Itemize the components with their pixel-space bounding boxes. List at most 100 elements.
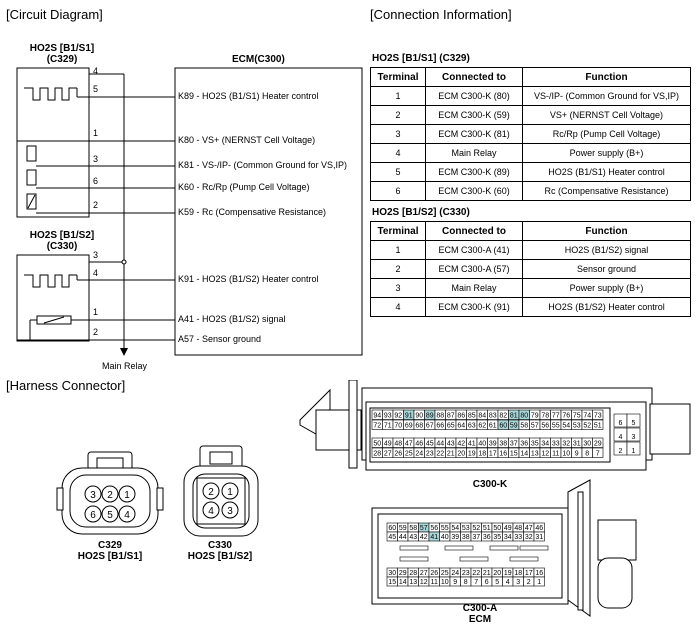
pin-cell: 31 [571, 437, 583, 448]
pin-cell: 4 [502, 576, 514, 587]
svg-text:18: 18 [514, 570, 522, 577]
pin-cell: 3 [626, 427, 641, 442]
svg-text:82: 82 [499, 413, 507, 420]
svg-text:68: 68 [415, 423, 423, 430]
ecm-pin-label: K91 - HO2S (B1/S2) Heater control [178, 274, 319, 284]
pin-cell: 54 [449, 522, 461, 533]
c329-caption: C329 HO2S [B1/S1] [60, 540, 160, 562]
pin-cell: 68 [413, 419, 425, 430]
c329-desc: HO2S [B1/S1] [77, 551, 143, 562]
svg-text:3: 3 [227, 506, 233, 517]
key-slot [399, 556, 429, 562]
pin-cell: 40 [476, 437, 488, 448]
svg-text:35: 35 [493, 534, 501, 541]
pin-cell: 8 [581, 447, 593, 458]
svg-text:3: 3 [632, 434, 636, 441]
resistor-icon [26, 193, 37, 210]
key-slot [459, 556, 489, 562]
svg-text:4: 4 [506, 579, 510, 586]
pin-cell: 64 [455, 419, 467, 430]
svg-text:40: 40 [441, 534, 449, 541]
table-header-row: Terminal Connected to Function [370, 221, 691, 241]
svg-text:14: 14 [399, 579, 407, 586]
pin-cell: 27 [382, 447, 394, 458]
pin-cell: 60 [497, 419, 509, 430]
c330-caption: C330 HO2S [B1/S2] [170, 540, 270, 562]
svg-text:47: 47 [525, 525, 533, 532]
pin-cell: 47 [403, 437, 415, 448]
svg-text:6: 6 [90, 510, 96, 521]
pin-cell: 85 [466, 409, 478, 420]
svg-text:25: 25 [441, 570, 449, 577]
pin-cell: 39 [487, 437, 499, 448]
svg-text:43: 43 [447, 441, 455, 448]
cell: ECM C300-K (59) [425, 105, 523, 125]
key-slot [444, 545, 474, 551]
cell: Power supply (B+) [522, 143, 691, 163]
cell: ECM C300-K (60) [425, 181, 523, 201]
svg-text:21: 21 [447, 451, 455, 458]
ecm-pin-label: K59 - Rc (Compensative Resistance) [178, 207, 327, 217]
svg-text:2: 2 [527, 579, 531, 586]
pin-cell: 56 [428, 522, 440, 533]
cell: 5 [370, 162, 426, 182]
pin-cell: 3 [512, 576, 524, 587]
pin-cell: 52 [581, 419, 593, 430]
circuit-diagram [16, 67, 363, 356]
ecm-pin-label: K81 - VS-/IP- (Common Ground for VS,IP) [178, 160, 348, 170]
svg-text:57: 57 [531, 423, 539, 430]
svg-text:59: 59 [399, 525, 407, 532]
svg-text:78: 78 [541, 413, 549, 420]
svg-text:64: 64 [457, 423, 465, 430]
pin-cell: 55 [439, 522, 451, 533]
pin-cell: 14 [397, 576, 409, 587]
pin-cell: 49 [502, 522, 514, 533]
pin-cell: 47 [523, 522, 535, 533]
element-icon [26, 145, 37, 162]
pin-cell: 52 [470, 522, 482, 533]
svg-text:48: 48 [394, 441, 402, 448]
pin-cell: 57 [529, 419, 541, 430]
svg-text:35: 35 [531, 441, 539, 448]
pin-cell: 11 [428, 576, 440, 587]
pin-cell: 13 [529, 447, 541, 458]
svg-text:41: 41 [430, 534, 438, 541]
ecm-pin-label: A41 - HO2S (B1/S2) signal [178, 314, 286, 324]
pin-cell: 30 [581, 437, 593, 448]
svg-text:57: 57 [420, 525, 428, 532]
svg-text:58: 58 [520, 423, 528, 430]
pin-cell: 1 [118, 485, 136, 503]
pin-cell: 20 [455, 447, 467, 458]
pin-cell: 44 [397, 531, 409, 542]
header-function: Function [522, 67, 691, 87]
pin-cell: 69 [403, 419, 415, 430]
pin-cell: 22 [434, 447, 446, 458]
svg-text:26: 26 [430, 570, 438, 577]
svg-text:31: 31 [535, 534, 543, 541]
cell: 6 [370, 181, 426, 201]
cell: 4 [370, 143, 426, 163]
s1-pin: 5 [93, 84, 99, 94]
pin-cell: 50 [491, 522, 503, 533]
sensor2-title: HO2S [B1/S2] (C330) [22, 230, 102, 252]
svg-text:70: 70 [394, 423, 402, 430]
pin-cell: 94 [371, 409, 383, 420]
svg-text:93: 93 [384, 413, 392, 420]
svg-text:50: 50 [373, 441, 381, 448]
svg-text:9: 9 [453, 579, 457, 586]
pin-cell: 54 [560, 419, 572, 430]
svg-text:7: 7 [474, 579, 478, 586]
pin-cell: 74 [581, 409, 593, 420]
pin-cell: 33 [512, 531, 524, 542]
circuit-diagram-heading: [Circuit Diagram] [6, 7, 103, 22]
cell: ECM C300-K (80) [425, 86, 523, 106]
cell: ECM C300-A (41) [425, 240, 523, 260]
svg-text:26: 26 [394, 451, 402, 458]
sensor2-box [16, 254, 90, 342]
svg-text:37: 37 [472, 534, 480, 541]
ecm-title: ECM(C300) [232, 54, 285, 65]
pin-cell: 41 [428, 531, 440, 542]
svg-text:8: 8 [464, 579, 468, 586]
svg-text:69: 69 [405, 423, 413, 430]
